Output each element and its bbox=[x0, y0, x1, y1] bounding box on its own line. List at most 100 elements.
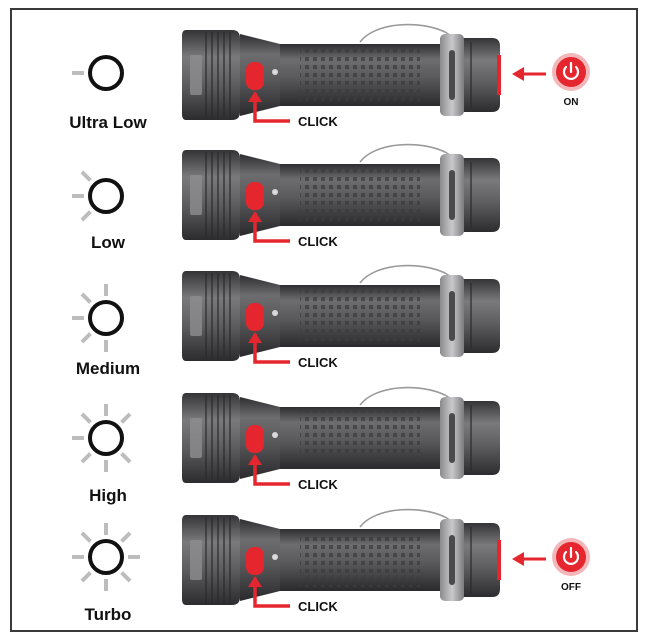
flashlight-icon bbox=[182, 23, 500, 120]
power-off-indicator: OFF bbox=[497, 538, 590, 593]
light-ray bbox=[120, 452, 132, 464]
bulb-indicator bbox=[72, 55, 124, 91]
bezel-ring bbox=[205, 517, 207, 603]
bezel-ring bbox=[229, 517, 231, 603]
power-symbol-arc bbox=[562, 65, 580, 80]
power-on-label: ON bbox=[564, 97, 579, 108]
flashlight-icon bbox=[182, 264, 500, 361]
flashlight-icon bbox=[182, 508, 500, 605]
bezel-ring bbox=[223, 32, 225, 118]
click-callout: CLICK bbox=[248, 576, 338, 614]
light-ray bbox=[120, 571, 132, 583]
bulb-icon bbox=[88, 178, 124, 214]
click-callout: CLICK bbox=[248, 454, 338, 492]
click-label: CLICK bbox=[298, 355, 338, 370]
click-arrow-line bbox=[253, 213, 290, 243]
indicator-dot bbox=[272, 69, 278, 75]
bulb-icon bbox=[88, 300, 124, 336]
mode-label: Turbo bbox=[85, 605, 132, 624]
mode-row: Low CLICK bbox=[72, 143, 500, 252]
bezel-ring bbox=[229, 273, 231, 359]
knurled-grip bbox=[300, 168, 420, 222]
pocket-clip-slot bbox=[449, 50, 455, 100]
diagram-frame bbox=[10, 8, 638, 632]
bezel-ring bbox=[217, 395, 219, 481]
flashlight-icon bbox=[182, 386, 500, 483]
indicator-dot bbox=[272, 432, 278, 438]
bulb-indicator bbox=[72, 170, 124, 222]
bezel-ring bbox=[211, 152, 213, 238]
light-ray bbox=[80, 292, 92, 304]
arrow-left-head bbox=[512, 552, 524, 566]
click-label: CLICK bbox=[298, 234, 338, 249]
bulb-indicator bbox=[72, 404, 132, 472]
click-arrow-line bbox=[253, 578, 290, 608]
bezel-ring bbox=[205, 273, 207, 359]
arrow-up-icon bbox=[248, 454, 262, 465]
light-ray bbox=[80, 210, 92, 222]
mode-label: Ultra Low bbox=[69, 113, 147, 132]
arrow-up-icon bbox=[248, 211, 262, 222]
bezel-ring bbox=[217, 273, 219, 359]
tail-cap-ring bbox=[470, 162, 472, 228]
knurled-grip bbox=[300, 533, 420, 587]
pocket-clip-slot bbox=[449, 535, 455, 585]
brand-logo bbox=[190, 418, 202, 458]
arrow-up-icon bbox=[248, 332, 262, 343]
bezel-ring bbox=[223, 395, 225, 481]
brand-logo bbox=[190, 175, 202, 215]
mode-label: Medium bbox=[76, 359, 140, 378]
brand-logo bbox=[190, 296, 202, 336]
click-arrow-line bbox=[253, 334, 290, 364]
mode-label: High bbox=[89, 486, 127, 505]
click-callout: CLICK bbox=[248, 332, 338, 370]
tail-cap-ring bbox=[470, 42, 472, 108]
bezel-ring bbox=[223, 517, 225, 603]
mode-button[interactable] bbox=[246, 62, 264, 90]
mode-row: Medium CLICK bbox=[72, 264, 500, 378]
indicator-dot bbox=[272, 310, 278, 316]
bezel-ring bbox=[223, 152, 225, 238]
mode-button[interactable] bbox=[246, 547, 264, 575]
bezel-ring bbox=[211, 395, 213, 481]
bezel-ring bbox=[229, 32, 231, 118]
mode-button[interactable] bbox=[246, 425, 264, 453]
knurled-grip bbox=[300, 48, 420, 102]
bezel-ring bbox=[217, 517, 219, 603]
flashlight-icon bbox=[182, 143, 500, 240]
brand-logo bbox=[190, 540, 202, 580]
bezel-ring bbox=[217, 152, 219, 238]
arrow-left-head bbox=[512, 67, 524, 81]
mode-button[interactable] bbox=[246, 303, 264, 331]
bulb-icon bbox=[88, 55, 124, 91]
knurled-grip bbox=[300, 289, 420, 343]
bezel-ring bbox=[217, 32, 219, 118]
tail-cap-ring bbox=[470, 527, 472, 593]
bezel-ring bbox=[223, 273, 225, 359]
click-label: CLICK bbox=[298, 477, 338, 492]
light-ray bbox=[120, 412, 132, 424]
pocket-clip-slot bbox=[449, 291, 455, 341]
light-ray bbox=[120, 531, 132, 543]
mode-row: High CLICK bbox=[72, 386, 500, 505]
mode-button[interactable] bbox=[246, 182, 264, 210]
click-label: CLICK bbox=[298, 114, 338, 129]
pocket-clip-slot bbox=[449, 413, 455, 463]
bezel-ring bbox=[205, 32, 207, 118]
bezel-ring bbox=[211, 32, 213, 118]
bezel-ring bbox=[229, 152, 231, 238]
indicator-dot bbox=[272, 189, 278, 195]
mode-row: Ultra Low CLICK ON bbox=[69, 23, 590, 132]
tail-cap-ring bbox=[470, 283, 472, 349]
light-ray bbox=[80, 332, 92, 344]
light-ray bbox=[80, 170, 92, 182]
bulb-indicator bbox=[72, 523, 140, 591]
bezel-ring bbox=[229, 395, 231, 481]
light-ray bbox=[80, 571, 92, 583]
tail-cap-ring bbox=[470, 405, 472, 471]
click-label: CLICK bbox=[298, 599, 338, 614]
click-callout: CLICK bbox=[248, 211, 338, 249]
click-arrow-line bbox=[253, 93, 290, 123]
knurled-grip bbox=[300, 411, 420, 465]
mode-label: Low bbox=[91, 233, 126, 252]
